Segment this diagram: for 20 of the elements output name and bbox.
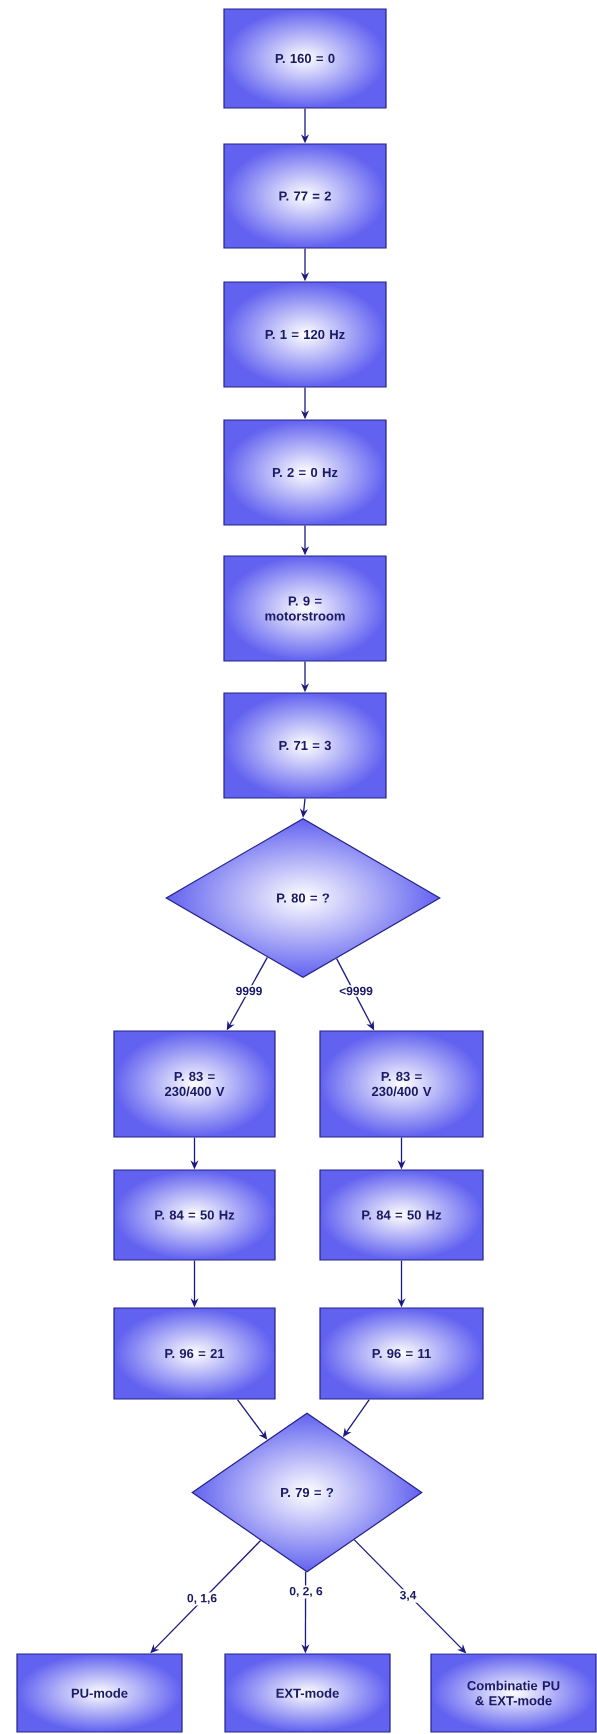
process-box: P. 160 = 0 — [223, 8, 387, 109]
process-box: PU-mode — [16, 1653, 183, 1733]
process-box: P. 71 = 3 — [223, 692, 387, 799]
process-box: P. 84 = 50 Hz — [113, 1169, 276, 1261]
process-box: EXT-mode — [224, 1653, 391, 1733]
edge-label: <9999 — [337, 985, 375, 997]
edge-label: 9999 — [234, 985, 264, 997]
process-box: P. 96 = 21 — [113, 1307, 276, 1400]
process-box: Combinatie PU & EXT-mode — [430, 1653, 597, 1733]
process-box: P. 83 = 230/400 V — [319, 1030, 484, 1138]
process-box: P. 1 = 120 Hz — [223, 281, 387, 388]
edge-label: 3,4 — [398, 1589, 418, 1603]
process-box: P. 2 = 0 Hz — [223, 419, 387, 526]
edge-label: 0, 1,6 — [185, 1592, 219, 1606]
process-box: P. 96 = 11 — [319, 1307, 484, 1400]
edge-label: 0, 2, 6 — [287, 1585, 325, 1599]
process-box: P. 83 = 230/400 V — [113, 1030, 276, 1138]
process-box: P. 9 = motorstroom — [223, 555, 387, 662]
process-box: P. 84 = 50 Hz — [319, 1169, 484, 1261]
process-box: P. 77 = 2 — [223, 143, 387, 249]
